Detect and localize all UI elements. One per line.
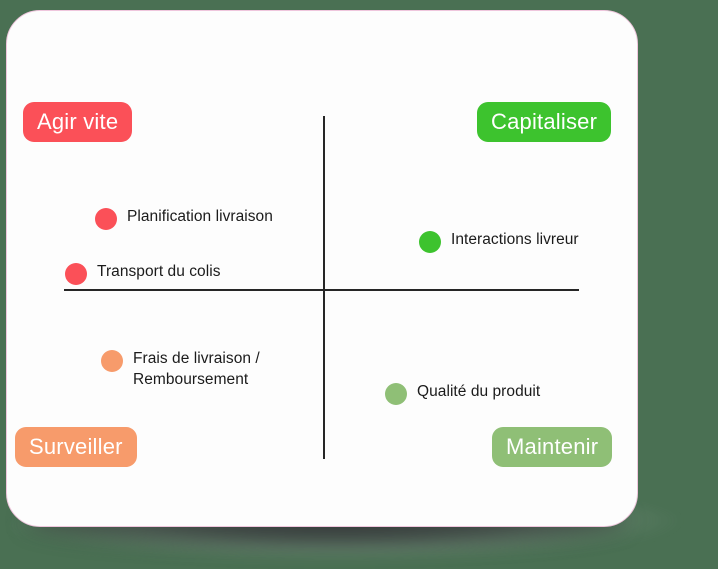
quadrant-badge-maintenir[interactable]: Maintenir — [492, 427, 613, 467]
quadrant-badge-label: Maintenir — [506, 434, 599, 459]
item-dot-icon — [419, 231, 441, 253]
matrix-item-interactions-livreur[interactable]: Interactions livreur — [419, 230, 579, 253]
quadrant-badge-label: Capitaliser — [491, 109, 598, 134]
matrix-item-label: Qualité du produit — [417, 383, 541, 400]
matrix-item-label: Interactions livreur — [451, 231, 579, 248]
matrix-item-label: Frais de livraison / Remboursement — [133, 350, 260, 388]
priority-matrix-card: Agir vite Capitaliser Surveiller Mainten… — [6, 10, 638, 527]
item-dot-icon — [95, 208, 117, 230]
quadrant-badge-label: Agir vite — [37, 109, 119, 134]
quadrant-badge-surveiller[interactable]: Surveiller — [15, 427, 137, 467]
matrix-item-label: Planification livraison — [127, 208, 273, 225]
quadrant-badge-agir-vite[interactable]: Agir vite — [23, 102, 133, 142]
horizontal-axis-line — [64, 289, 579, 291]
item-dot-icon — [385, 383, 407, 405]
quadrant-badge-capitaliser[interactable]: Capitaliser — [477, 102, 612, 142]
matrix-item-planification-livraison[interactable]: Planification livraison — [95, 207, 273, 230]
quadrant-badge-label: Surveiller — [29, 434, 123, 459]
item-dot-icon — [65, 263, 87, 285]
matrix-item-frais-de-livraison-remboursement[interactable]: Frais de livraison / Remboursement — [101, 349, 301, 390]
matrix-item-transport-du-colis[interactable]: Transport du colis — [65, 262, 221, 285]
matrix-item-qualite-du-produit[interactable]: Qualité du produit — [385, 382, 540, 405]
vertical-axis-line — [323, 116, 325, 459]
matrix-item-label: Transport du colis — [97, 263, 221, 280]
item-dot-icon — [101, 350, 123, 372]
